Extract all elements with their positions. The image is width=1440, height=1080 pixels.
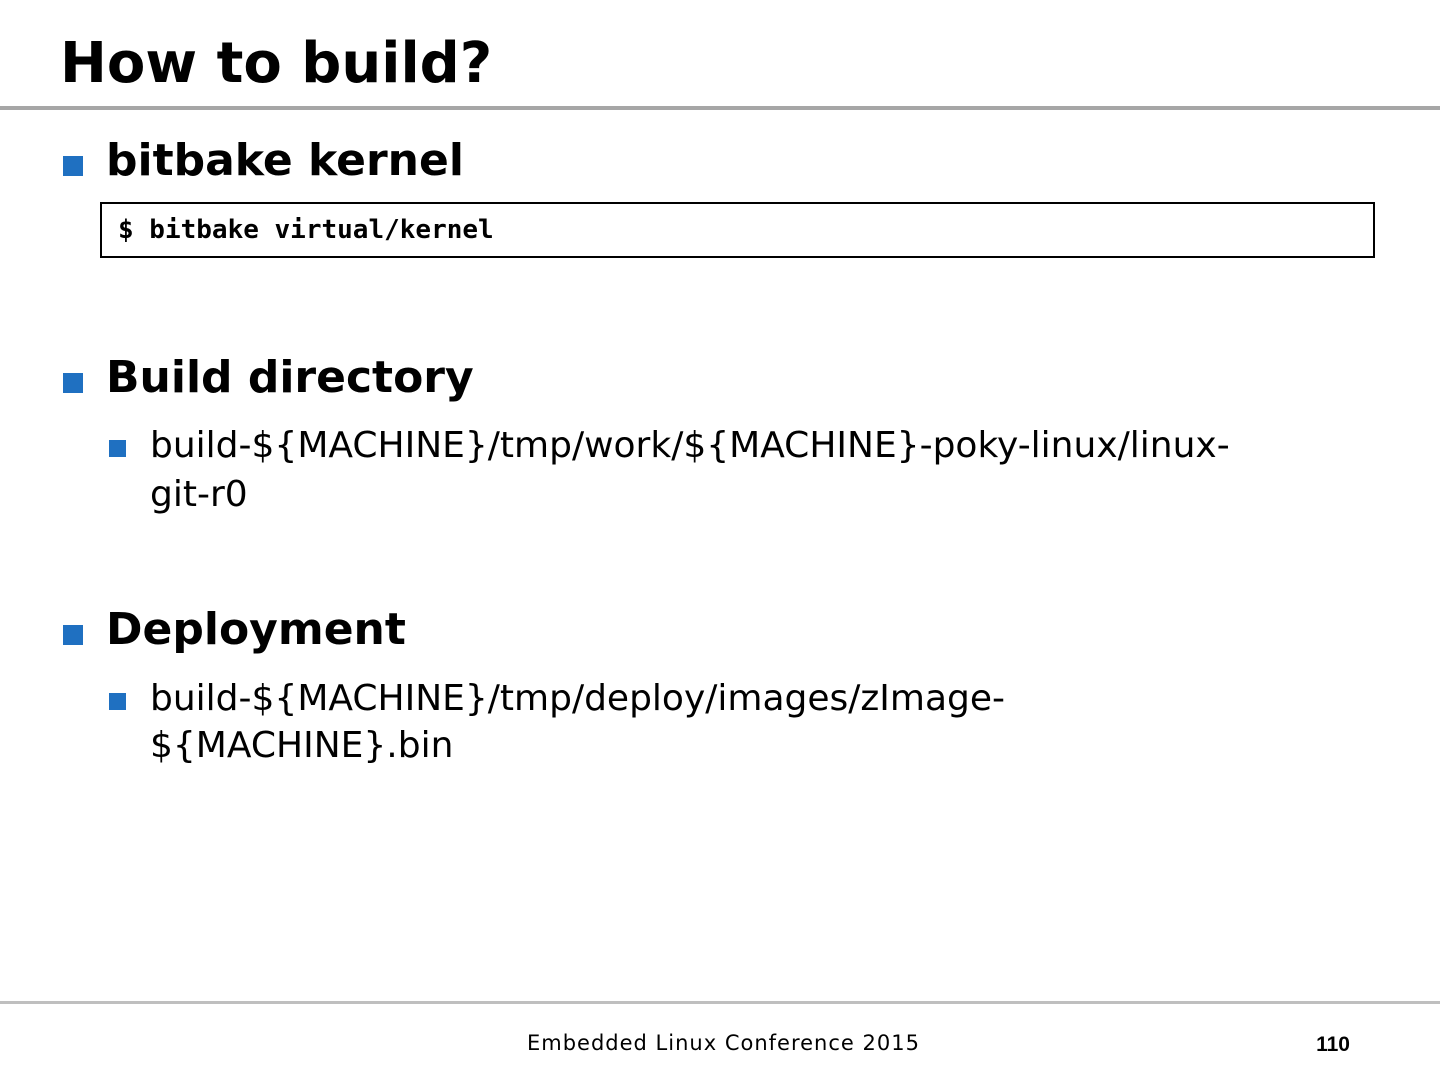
footer-conference-name: Embedded Linux Conference 2015 bbox=[527, 1031, 920, 1055]
section-heading-build-directory: Build directory bbox=[106, 352, 474, 403]
build-directory-path-line-1: build-${MACHINE}/tmp/work/${MACHINE}-pok… bbox=[150, 425, 1230, 466]
footer-divider bbox=[0, 1001, 1440, 1004]
slide-title: How to build? bbox=[60, 31, 493, 96]
title-divider bbox=[0, 106, 1440, 110]
code-command: $ bitbake virtual/kernel bbox=[118, 215, 494, 245]
section-heading-bitbake-kernel: bitbake kernel bbox=[106, 135, 464, 186]
sub-bullet-icon bbox=[109, 440, 126, 457]
section-heading-deployment: Deployment bbox=[106, 604, 406, 655]
build-directory-path-line-2: git-r0 bbox=[150, 474, 248, 515]
section-bullet-icon bbox=[63, 373, 83, 393]
code-block: $ bitbake virtual/kernel bbox=[100, 202, 1375, 258]
sub-bullet-icon bbox=[109, 693, 126, 710]
section-bullet-icon bbox=[63, 625, 83, 645]
deployment-path-line-1: build-${MACHINE}/tmp/deploy/images/zImag… bbox=[150, 678, 1006, 719]
deployment-path-line-2: ${MACHINE}.bin bbox=[150, 725, 454, 766]
page-number: 110 bbox=[1316, 1033, 1350, 1056]
section-bullet-icon bbox=[63, 156, 83, 176]
